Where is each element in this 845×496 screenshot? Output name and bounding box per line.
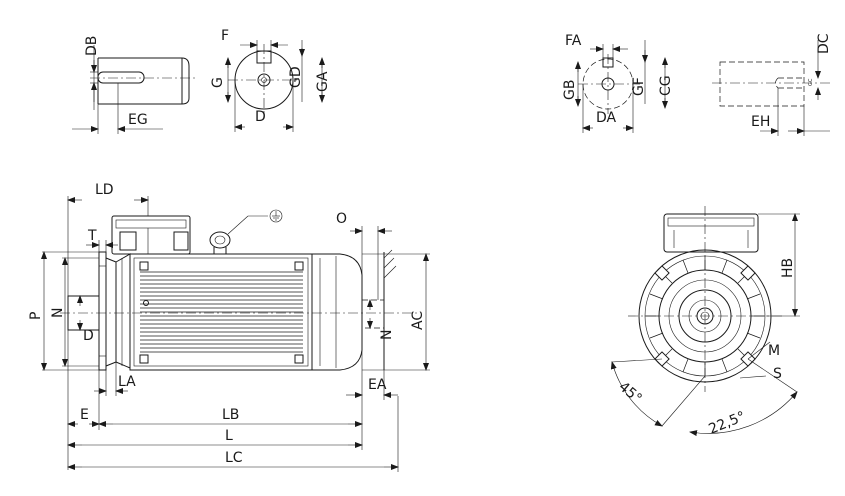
shaft-key-detail: DB EG F G GD GA <box>72 28 331 134</box>
dim-LA: LA <box>118 374 136 390</box>
ground-symbol-icon <box>269 209 283 223</box>
dim-LC: LC <box>225 450 243 466</box>
dim-T: T <box>87 228 97 244</box>
cooling-fins <box>140 271 303 353</box>
dim-P: P <box>28 312 44 320</box>
dim-L: L <box>225 428 233 444</box>
dim-N-right: N <box>379 330 395 340</box>
motor-side-view: LD T O P N D N <box>28 182 430 472</box>
dim-AC: AC <box>410 311 426 330</box>
dim-N: N <box>50 308 66 318</box>
nde-shaft-end-view: FA GB GF CG DA <box>562 33 674 133</box>
angle-22-5: 22,5° <box>707 409 748 438</box>
dim-GD: GD <box>288 66 304 88</box>
dim-CG: CG <box>658 75 674 96</box>
terminal-box <box>111 215 191 255</box>
drive-end-shield <box>115 253 131 369</box>
fan-cover <box>311 253 363 371</box>
end-view-terminal-box <box>663 213 759 253</box>
dim-GF: GF <box>631 77 647 96</box>
dim-EA: EA <box>368 377 387 393</box>
de-shaft <box>67 295 100 331</box>
shaft-side-view: DB EG <box>72 36 195 134</box>
dim-DC: DC <box>816 33 832 54</box>
nde-shaft-side-view: EH DC GC <box>712 33 832 136</box>
motor-end-view: HB M S 45° 22,5° <box>610 206 800 438</box>
dim-D-shaft: D <box>255 109 266 125</box>
dim-E: E <box>80 407 89 423</box>
dim-HB: HB <box>780 258 796 278</box>
dim-GA: GA <box>315 71 331 92</box>
dim-LD: LD <box>95 182 114 198</box>
dim-GB: GB <box>562 80 578 100</box>
dim-O: O <box>336 211 347 227</box>
shaft-end-view: F G GD GA D <box>210 28 331 132</box>
dim-DA: DA <box>596 110 617 126</box>
dim-M: M <box>768 343 780 359</box>
mounting-surface <box>383 249 397 370</box>
dim-EH: EH <box>751 114 770 130</box>
flange <box>98 251 107 371</box>
dim-GC: GC <box>808 78 814 86</box>
dim-D-main: D <box>83 328 94 344</box>
dim-LB: LB <box>222 407 239 423</box>
nde-shaft <box>361 299 385 329</box>
lifting-eye <box>209 215 268 254</box>
dim-S: S <box>773 366 782 382</box>
dim-G: G <box>210 77 226 88</box>
dim-EG: EG <box>128 112 148 128</box>
dim-FA: FA <box>565 33 582 49</box>
dim-F: F <box>221 28 229 44</box>
dim-DB: DB <box>84 36 100 56</box>
nde-shaft-detail: FA GB GF CG DA <box>562 33 832 136</box>
